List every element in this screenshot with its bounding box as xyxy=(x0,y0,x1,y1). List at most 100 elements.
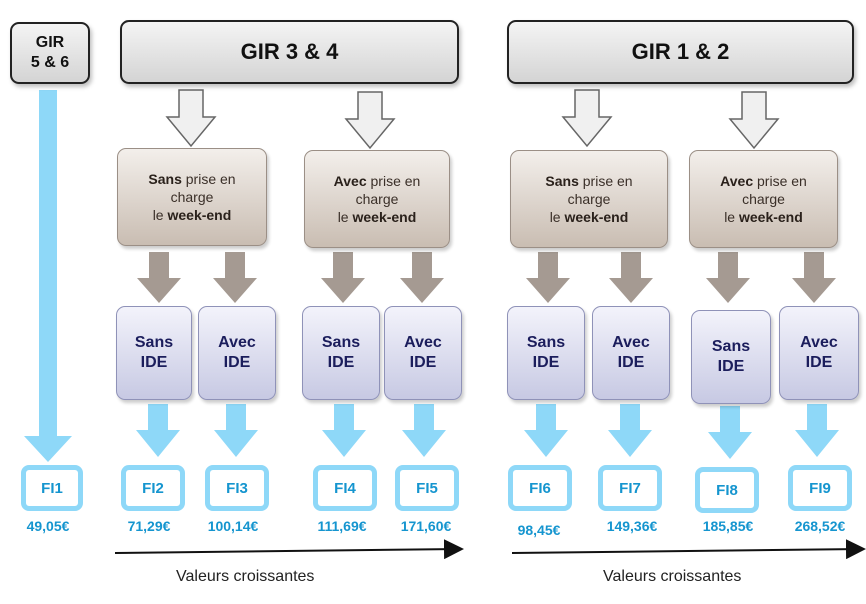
pres-3-line3b: week-end xyxy=(564,209,629,225)
blue-arrow-4 xyxy=(322,404,366,457)
pres-1-line3b: week-end xyxy=(167,207,232,223)
ide-7-line2: IDE xyxy=(717,358,745,375)
fi-8-label: FI8 xyxy=(716,481,738,499)
blue-arrow-2 xyxy=(136,404,180,457)
ide-7-line1: Sans xyxy=(711,338,751,355)
axis-label-left: Valeurs croissantes xyxy=(176,568,315,585)
hollow-arrow-2 xyxy=(344,91,396,150)
fi-box-1: FI1 xyxy=(21,465,83,511)
pres-4-line3a: le xyxy=(724,209,739,225)
fi-4-price: 111,69€ xyxy=(317,518,367,534)
fi-box-9: FI9 xyxy=(788,465,852,511)
blue-arrow-7 xyxy=(608,404,652,457)
fi-9-price: 268,52€ xyxy=(794,518,846,534)
fi-3-label: FI3 xyxy=(226,479,248,497)
ide-4-line2: IDE xyxy=(409,354,437,371)
fi-box-4: FI4 xyxy=(313,465,377,511)
brown-arrow-6 xyxy=(609,252,653,303)
pres-1-mid: prise en xyxy=(181,171,236,187)
ide-8-line2: IDE xyxy=(805,354,833,371)
header-gir-5-6-line1: GIR xyxy=(35,34,65,51)
brown-arrow-1 xyxy=(137,252,181,303)
fi-box-6: FI6 xyxy=(508,465,572,511)
ide-4-line1: Avec xyxy=(404,334,442,351)
pres-4-mid: prise en xyxy=(753,173,807,189)
blue-arrow-3 xyxy=(214,404,258,457)
pres-box-1: Sans prise en charge le week-end xyxy=(117,148,267,246)
fi-3-price: 100,14€ xyxy=(207,518,259,534)
fi-8-price: 185,85€ xyxy=(702,518,754,534)
ide-3-line2: IDE xyxy=(327,354,355,371)
brown-arrow-5 xyxy=(526,252,570,303)
pres-1-line2: charge xyxy=(170,189,214,205)
hollow-arrow-1 xyxy=(165,89,217,148)
pres-1-line3a: le xyxy=(152,207,168,223)
blue-arrow-5 xyxy=(402,404,446,457)
long-blue-arrow xyxy=(24,90,72,462)
header-gir-5-6-line2: 5 & 6 xyxy=(30,54,70,71)
fi-5-price: 171,60€ xyxy=(400,518,452,534)
header-gir-5-6: GIR 5 & 6 xyxy=(10,22,90,84)
axis-arrow-right xyxy=(511,539,866,560)
blue-arrow-6 xyxy=(524,404,568,457)
fi-5-label: FI5 xyxy=(416,479,438,497)
blue-arrow-9 xyxy=(795,404,839,457)
fi-4-label: FI4 xyxy=(334,479,356,497)
pres-4-line3b: week-end xyxy=(738,209,803,225)
pres-box-3: Sans prise en charge le week-end xyxy=(510,150,668,248)
pres-2-first: Avec xyxy=(333,173,367,189)
brown-arrow-7 xyxy=(706,252,750,303)
fi-box-7: FI7 xyxy=(598,465,662,511)
blue-arrow-8 xyxy=(708,406,752,459)
header-gir-1-2: GIR 1 & 2 xyxy=(507,20,854,84)
fi-6-price: 98,45€ xyxy=(517,522,561,538)
pres-2-line3a: le xyxy=(337,209,353,225)
fi-box-2: FI2 xyxy=(121,465,185,511)
fi-1-price: 49,05€ xyxy=(26,518,70,534)
pres-3-line3a: le xyxy=(549,209,565,225)
axis-label-right: Valeurs croissantes xyxy=(603,568,742,585)
ide-5-line1: Sans xyxy=(526,334,566,351)
header-gir-1-2-label: GIR 1 & 2 xyxy=(631,39,730,64)
pres-3-first: Sans xyxy=(545,173,579,189)
pres-2-mid: prise en xyxy=(366,173,421,189)
pres-3-line2: charge xyxy=(567,191,611,207)
fi-7-price: 149,36€ xyxy=(606,518,658,534)
brown-arrow-2 xyxy=(213,252,257,303)
ide-5-line2: IDE xyxy=(532,354,560,371)
pres-3-mid: prise en xyxy=(578,173,633,189)
hollow-arrow-3 xyxy=(561,89,613,148)
ide-2-line2: IDE xyxy=(223,354,251,371)
pres-2-line2: charge xyxy=(355,191,399,207)
pres-box-2: Avec prise en charge le week-end xyxy=(304,150,450,248)
brown-arrow-4 xyxy=(400,252,444,303)
ide-2-line1: Avec xyxy=(218,334,256,351)
hollow-arrow-4 xyxy=(728,91,780,150)
header-gir-3-4: GIR 3 & 4 xyxy=(120,20,459,84)
ide-6-line1: Avec xyxy=(612,334,650,351)
fi-9-label: FI9 xyxy=(809,479,831,497)
fi-1-label: FI1 xyxy=(41,479,63,497)
pres-4-line2: charge xyxy=(742,191,785,207)
ide-6-line2: IDE xyxy=(617,354,645,371)
brown-arrow-8 xyxy=(792,252,836,303)
fi-2-label: FI2 xyxy=(142,479,164,497)
fi-box-8: FI8 xyxy=(695,467,759,513)
pres-2-line3b: week-end xyxy=(352,209,417,225)
header-gir-3-4-label: GIR 3 & 4 xyxy=(240,39,339,64)
ide-1-line2: IDE xyxy=(140,354,168,371)
brown-arrow-3 xyxy=(321,252,365,303)
ide-3-line1: Sans xyxy=(321,334,361,351)
ide-8-line1: Avec xyxy=(800,334,838,351)
pres-box-4: Avec prise en charge le week-end xyxy=(689,150,838,248)
axis-arrow-left xyxy=(114,539,464,560)
